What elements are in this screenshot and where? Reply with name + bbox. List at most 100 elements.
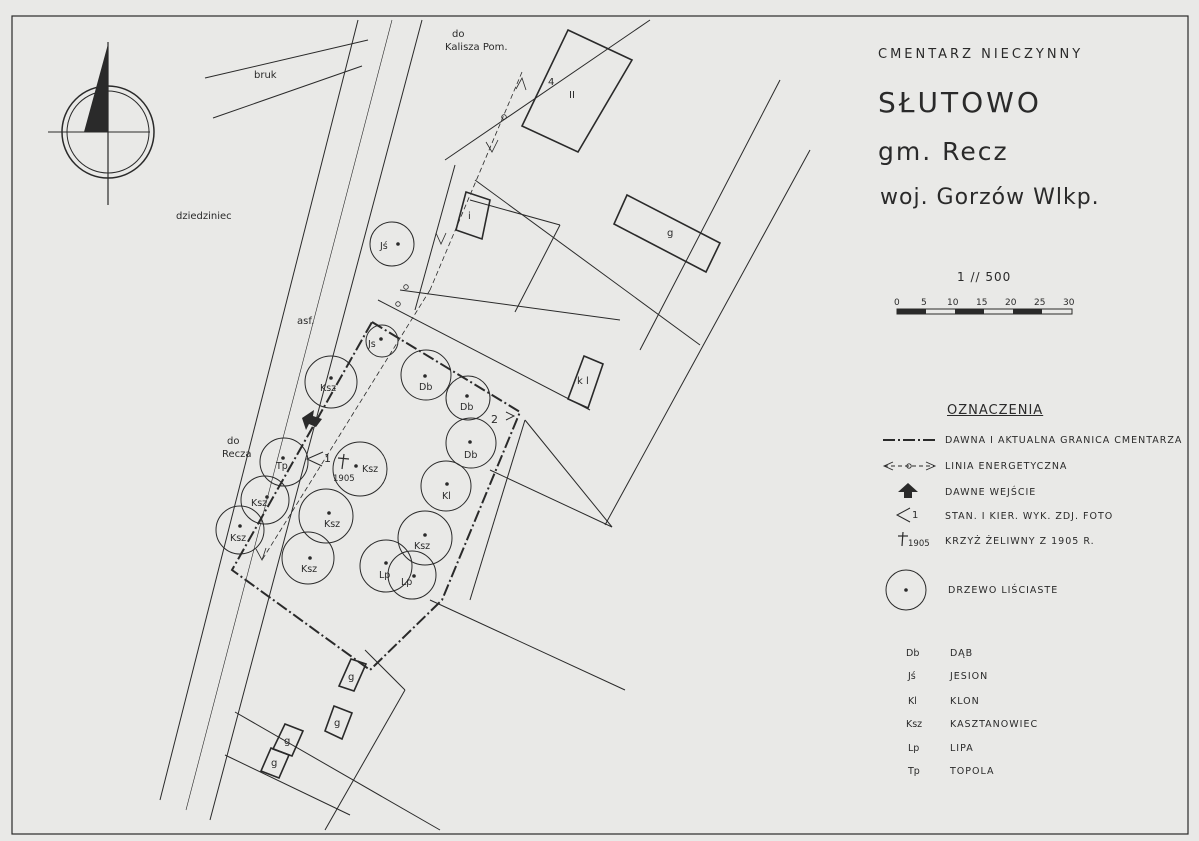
to-kalisz-label-2: Kalisza Pom. bbox=[445, 42, 508, 53]
abbr-code: Lp bbox=[908, 743, 920, 754]
scale-tick: 25 bbox=[1034, 298, 1045, 308]
scale-tick: 10 bbox=[947, 298, 959, 308]
tree-label: Lp bbox=[379, 570, 390, 581]
legend-item-cross: KRZYŻ ŻELIWNY Z 1905 R. bbox=[945, 536, 1095, 547]
to-recz-label-2: Recza bbox=[222, 449, 252, 460]
tree bbox=[332, 441, 388, 497]
abbr-code: Jś bbox=[908, 671, 916, 682]
scale-tick: 5 bbox=[921, 298, 927, 308]
asphalt-label: asf. bbox=[297, 316, 314, 327]
tree bbox=[445, 417, 497, 469]
building-g-large bbox=[612, 193, 722, 274]
building-number-label: 4 bbox=[548, 77, 554, 88]
scale-tick: 30 bbox=[1063, 298, 1075, 308]
tree-label: Ksz bbox=[324, 519, 340, 530]
building-kl bbox=[566, 354, 604, 410]
abbr-code: Ksz bbox=[906, 719, 923, 730]
buildings bbox=[259, 28, 722, 780]
power-line-arrows bbox=[882, 461, 937, 471]
road-edge-west bbox=[159, 19, 359, 801]
tree-label: Ksz bbox=[414, 541, 430, 552]
title-cemetery-kind: CMENTARZ NIECZYNNY bbox=[878, 47, 1084, 62]
tree-labels: Jś Js Ksz Db Db Db Tp Ksz Kl Ksz Ksz Ksz… bbox=[230, 241, 477, 588]
tree-label: Tp bbox=[275, 461, 288, 472]
garage-3 bbox=[271, 722, 305, 758]
tree-label: Ksz bbox=[301, 564, 317, 575]
legend-item-boundary: DAWNA I AKTUALNA GRANICA CMENTARZA bbox=[945, 435, 1183, 446]
scale-tick: 20 bbox=[1005, 298, 1017, 308]
roads bbox=[159, 19, 811, 831]
scale-tick: 15 bbox=[976, 298, 987, 308]
abbr-code: Db bbox=[906, 648, 920, 659]
tree-label: Jś bbox=[379, 241, 388, 252]
title-gmina: gm. Recz bbox=[878, 137, 1009, 166]
tree-label: Db bbox=[464, 450, 477, 461]
building-II-label: II bbox=[569, 90, 575, 101]
bruk-label: bruk bbox=[254, 70, 277, 81]
camera-angle-icon bbox=[895, 507, 911, 523]
garage-label: g bbox=[284, 736, 290, 747]
scale-ratio: 1 // 500 bbox=[957, 270, 1012, 284]
tree bbox=[400, 349, 452, 401]
to-kalisz-label-1: do bbox=[452, 29, 464, 40]
old-entrance-icon bbox=[302, 410, 322, 430]
legend-item-tree: DRZEWO LIŚCIASTE bbox=[948, 585, 1059, 596]
tree-circle-icon bbox=[885, 569, 927, 611]
legend-item-entrance: DAWNE WEJŚCIE bbox=[945, 487, 1037, 498]
building-II bbox=[520, 28, 634, 154]
tree bbox=[420, 460, 472, 512]
building-g-label: g bbox=[667, 228, 673, 239]
cross-icon bbox=[898, 531, 908, 547]
title-place: SŁUTOWO bbox=[878, 86, 1042, 119]
bruk-road-south bbox=[212, 65, 363, 119]
building-i-label: i bbox=[468, 211, 471, 222]
abbr-code: Kl bbox=[908, 696, 917, 707]
entrance-arrow-icon bbox=[898, 483, 918, 498]
power-line bbox=[255, 71, 527, 561]
photo-station-2: 2 bbox=[491, 413, 498, 426]
trees bbox=[215, 221, 497, 600]
tree bbox=[281, 531, 335, 585]
legend-symbols bbox=[882, 439, 937, 611]
tree bbox=[387, 550, 437, 600]
bruk-road-north bbox=[204, 39, 369, 79]
legend-item-photo: STAN. I KIER. WYK. ZDJ. FOTO bbox=[945, 511, 1114, 522]
tree-label: Db bbox=[460, 402, 473, 413]
tree bbox=[397, 510, 453, 566]
garage-4 bbox=[259, 746, 291, 780]
tree bbox=[298, 488, 354, 544]
map-frame bbox=[11, 15, 1189, 835]
tree-label: Lp bbox=[401, 577, 412, 588]
title-voivodeship: woj. Gorzów Wlkp. bbox=[880, 185, 1100, 210]
road-center bbox=[185, 19, 393, 811]
garage-label: g bbox=[271, 758, 277, 769]
tree bbox=[240, 475, 290, 525]
legend-photo-symbol: 1 bbox=[912, 510, 918, 521]
abbr-name: TOPOLA bbox=[950, 766, 995, 777]
building-kl-label: k l bbox=[577, 376, 589, 387]
building-i bbox=[455, 190, 491, 241]
north-arrow-icon bbox=[48, 42, 155, 205]
tree-label: Ksz bbox=[362, 464, 378, 475]
tree bbox=[215, 505, 265, 555]
tree-label: Kl bbox=[442, 491, 451, 502]
tree-label: Ksz bbox=[251, 498, 267, 509]
scale-ticks: 0 5 10 15 20 25 30 bbox=[894, 298, 1075, 308]
cemetery-boundary bbox=[230, 320, 522, 672]
scale-tick: 0 bbox=[894, 298, 900, 308]
tree bbox=[304, 355, 358, 409]
tree-label: Js bbox=[367, 339, 376, 350]
legend-cross-symbol: 1905 bbox=[908, 539, 930, 549]
abbr-name: LIPA bbox=[950, 743, 974, 754]
abbr-name: JESION bbox=[950, 671, 989, 682]
tree bbox=[445, 375, 491, 421]
garage-label: g bbox=[348, 672, 354, 683]
tree bbox=[359, 539, 413, 593]
garage-2 bbox=[324, 704, 354, 741]
tree-label: Ksz bbox=[320, 383, 336, 394]
tree-centers bbox=[238, 242, 472, 578]
photo-station-icon bbox=[305, 411, 516, 467]
cast-iron-cross-icon bbox=[337, 453, 350, 470]
tree bbox=[369, 221, 415, 267]
tree-label: Db bbox=[419, 382, 432, 393]
